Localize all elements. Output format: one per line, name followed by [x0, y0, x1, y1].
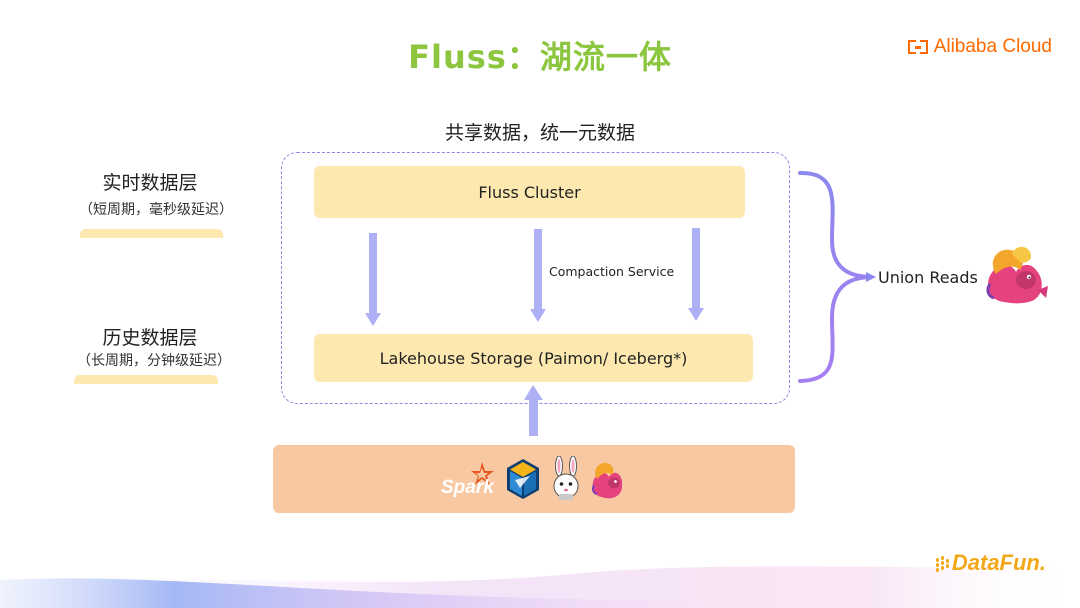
spark-logo-icon: Spark — [440, 460, 496, 500]
down-arrow-left — [365, 233, 381, 326]
footer-wave-decoration — [0, 566, 1080, 608]
union-reads-brace — [798, 170, 873, 383]
realtime-layer-highlight — [80, 229, 223, 238]
page-title: Fluss：湖流一体 — [408, 38, 672, 76]
lakehouse-storage-box: Lakehouse Storage (Paimon/ Iceberg*) — [314, 334, 753, 382]
datafun-logo: DataFun. — [935, 550, 1046, 576]
rabbit-logo-icon — [550, 455, 582, 502]
diagram-subtitle: 共享数据，统一元数据 — [444, 122, 635, 144]
down-arrow-center — [530, 229, 546, 322]
union-reads-label: Union Reads — [878, 268, 978, 287]
flink-logo-icon — [590, 459, 623, 499]
lakehouse-storage-label: Lakehouse Storage (Paimon/ Iceberg*) — [379, 348, 688, 368]
realtime-layer-title: 实时数据层 — [102, 172, 198, 194]
up-arrow-engines — [524, 385, 543, 436]
flink-squirrel-icon — [986, 246, 1048, 304]
alibaba-cloud-logo: Alibaba Cloud — [907, 36, 1052, 58]
history-layer-highlight — [74, 375, 218, 384]
realtime-layer-desc: （短周期，毫秒级延迟） — [79, 202, 233, 218]
alibaba-cloud-brand-text: Alibaba Cloud — [933, 36, 1052, 57]
datafun-brand-text: DataFun. — [951, 550, 1046, 575]
history-layer-title: 历史数据层 — [102, 327, 198, 349]
starrocks-logo-icon — [506, 458, 540, 500]
down-arrow-right — [688, 228, 704, 321]
compaction-service-label: Compaction Service — [549, 264, 675, 279]
union-reads-arrowhead — [866, 272, 876, 282]
fluss-cluster-box: Fluss Cluster — [314, 166, 745, 218]
alibaba-cloud-mark-icon — [907, 40, 928, 54]
fluss-cluster-label: Fluss Cluster — [478, 182, 581, 202]
spark-logo-text: Spark — [441, 477, 495, 498]
datafun-dots-icon — [935, 556, 950, 572]
history-layer-desc: （长周期，分钟级延迟） — [77, 353, 231, 369]
